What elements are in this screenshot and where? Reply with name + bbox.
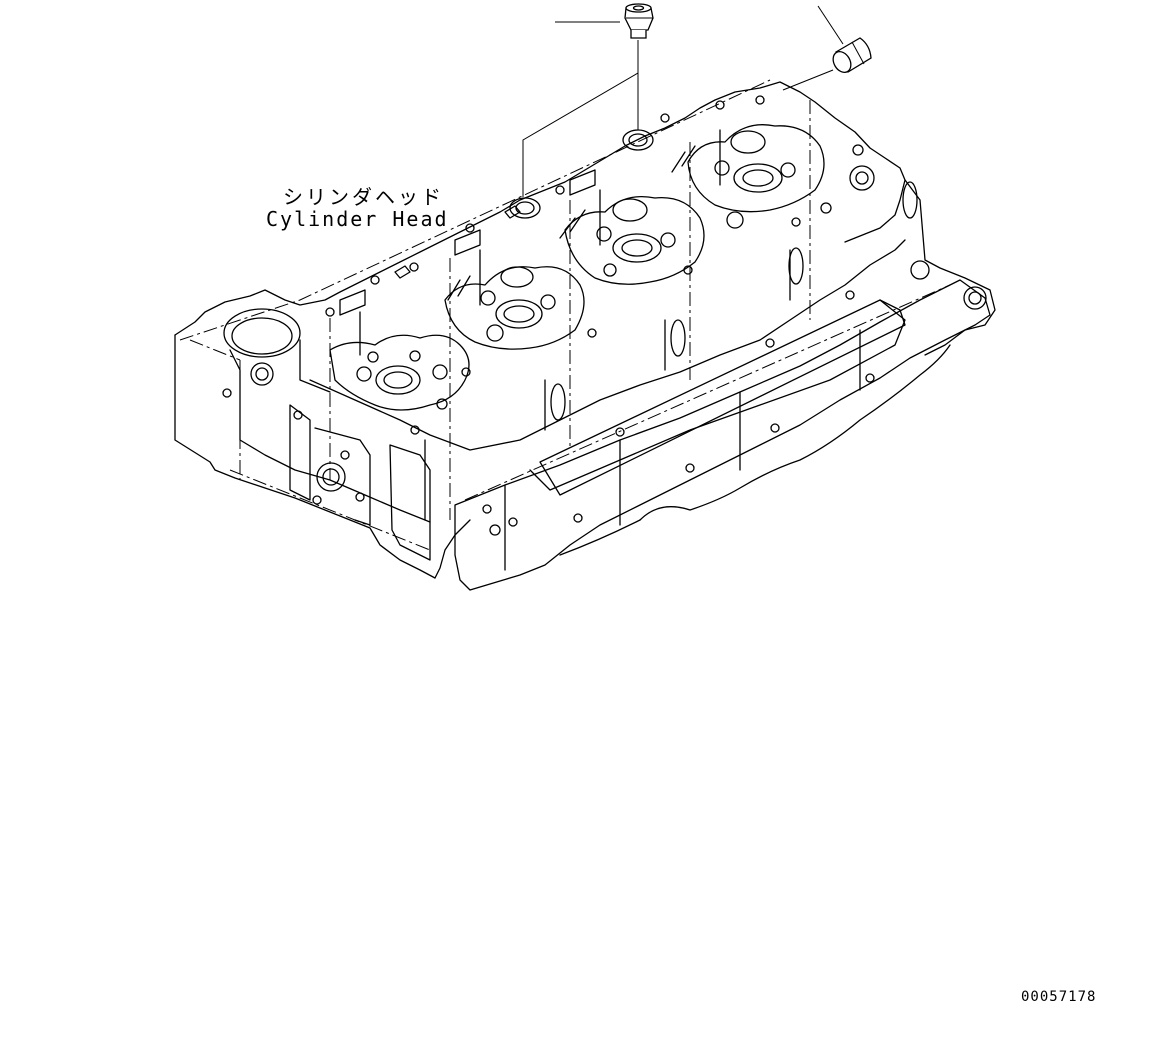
side-ports [550,181,918,421]
cylinder-head-body [174,79,996,579]
part-name-jp: シリンダヘッド [283,185,444,209]
figure-number: 00057178 [1021,989,1097,1005]
cylinder-ports [325,95,875,411]
cap-plug-icon [832,37,872,73]
left-end-features [222,308,448,561]
plug-leader-lines [522,21,639,197]
plug-icon [624,3,654,39]
part-name-en: Cylinder Head [266,207,449,231]
rocker-gasket-plate [454,260,991,591]
cap-plug-leader-lines [782,5,844,91]
